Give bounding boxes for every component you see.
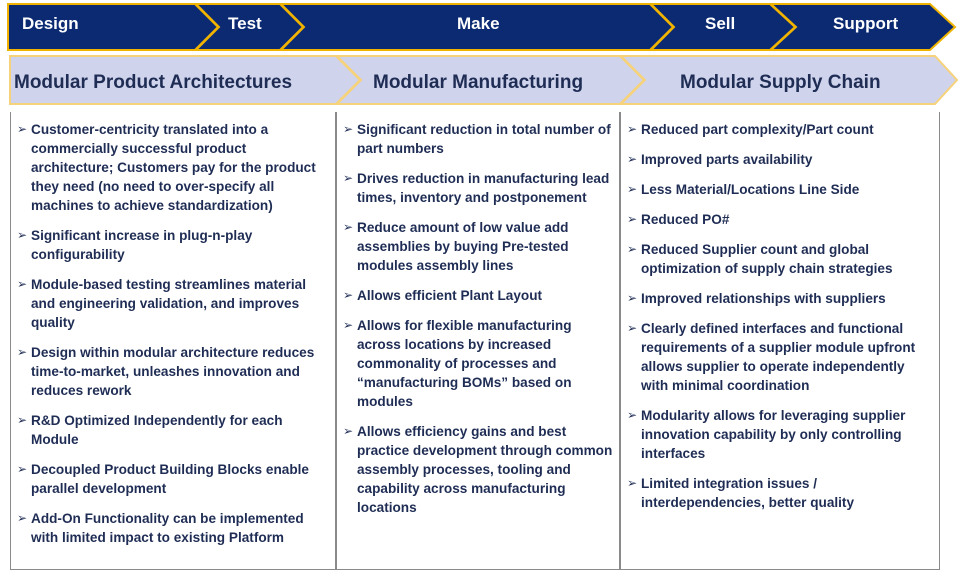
stage-label-support: Support: [833, 14, 899, 33]
stage-chevron-support: [768, 3, 957, 51]
arrow-bullet-icon: ➢: [343, 171, 354, 185]
list-item-text: Reduced PO#: [641, 212, 730, 227]
list-item: ➢Module-based testing streamlines materi…: [17, 275, 331, 332]
arrow-bullet-icon: ➢: [343, 122, 354, 136]
list-item-text: Limited integration issues / interdepend…: [641, 476, 855, 510]
list-item: ➢Significant reduction in total number o…: [343, 120, 615, 158]
list-item: ➢Improved parts availability: [627, 150, 935, 169]
pillar-header-bar: [9, 55, 959, 105]
arrow-bullet-icon: ➢: [17, 511, 28, 525]
list-item-text: Modularity allows for leveraging supplie…: [641, 408, 906, 461]
arrow-bullet-icon: ➢: [17, 345, 28, 359]
list-item: ➢Reduce amount of low value add assembli…: [343, 218, 615, 275]
arrow-bullet-icon: ➢: [627, 152, 638, 166]
stage-label-design: Design: [22, 14, 79, 33]
list-item-text: Improved parts availability: [641, 152, 813, 167]
pillar-title-manufacturing: Modular Manufacturing: [373, 72, 584, 93]
list-item-text: Reduce amount of low value add assemblie…: [357, 220, 569, 273]
arrow-bullet-icon: ➢: [627, 182, 638, 196]
list-item-text: Drives reduction in manufacturing lead t…: [357, 171, 610, 205]
list-item: ➢Allows for flexible manufacturing acros…: [343, 316, 615, 411]
arrow-bullet-icon: ➢: [17, 277, 28, 291]
list-item: ➢ Add-On Functionality can be implemente…: [17, 509, 331, 547]
arrow-bullet-icon: ➢: [627, 242, 638, 256]
list-item-text: Reduced part complexity/Part count: [641, 122, 874, 137]
list-item-text: Add-On Functionality can be implemented …: [31, 511, 304, 545]
bullet-list: ➢Reduced part complexity/Part count➢Impr…: [627, 120, 935, 512]
list-item: ➢Decoupled Product Building Blocks enabl…: [17, 460, 331, 498]
list-item: ➢Clearly defined interfaces and function…: [627, 319, 935, 395]
list-item: ➢Allows efficiency gains and best practi…: [343, 422, 615, 517]
arrow-bullet-icon: ➢: [343, 424, 354, 438]
list-item-text: Less Material/Locations Line Side: [641, 182, 860, 197]
bullet-list: ➢Significant reduction in total number o…: [343, 120, 615, 517]
list-item-text: Decoupled Product Building Blocks enable…: [31, 462, 309, 496]
arrow-bullet-icon: ➢: [343, 288, 354, 302]
bullet-list: ➢Customer-centricity translated into a c…: [17, 120, 331, 547]
list-item-text: Module-based testing streamlines materia…: [31, 277, 306, 330]
list-item: ➢Drives reduction in manufacturing lead …: [343, 169, 615, 207]
list-item-text: Allows efficiency gains and best practic…: [357, 424, 613, 515]
arrow-bullet-icon: ➢: [17, 462, 28, 476]
list-item: ➢Reduced part complexity/Part count: [627, 120, 935, 139]
list-item-text: Improved relationships with suppliers: [641, 291, 886, 306]
list-item: ➢R&D Optimized Independently for each Mo…: [17, 411, 331, 449]
process-stage-bar: [7, 3, 957, 51]
arrow-bullet-icon: ➢: [627, 476, 638, 490]
arrow-bullet-icon: ➢: [17, 413, 28, 427]
column-product-architectures: ➢Customer-centricity translated into a c…: [10, 112, 336, 570]
list-item: ➢Limited integration issues / interdepen…: [627, 474, 935, 512]
column-modular-supply-chain: ➢Reduced part complexity/Part count➢Impr…: [620, 112, 940, 570]
column-modular-manufacturing: ➢Significant reduction in total number o…: [336, 112, 620, 570]
arrow-bullet-icon: ➢: [627, 212, 638, 226]
stage-label-sell: Sell: [705, 14, 736, 33]
list-item: ➢Design within modular architecture redu…: [17, 343, 331, 400]
arrow-bullet-icon: ➢: [627, 321, 638, 335]
stage-label-test: Test: [228, 14, 262, 33]
arrow-bullet-icon: ➢: [627, 408, 638, 422]
stage-label-make: Make: [457, 14, 500, 33]
arrow-bullet-icon: ➢: [627, 291, 638, 305]
list-item-text: Significant increase in plug-n-play conf…: [31, 228, 253, 262]
list-item-text: Significant reduction in total number of…: [357, 122, 611, 156]
pillar-title-product: Modular Product Architectures: [14, 72, 293, 93]
list-item-text: Clearly defined interfaces and functiona…: [641, 321, 916, 393]
list-item: ➢Reduced Supplier count and global optim…: [627, 240, 935, 278]
arrow-bullet-icon: ➢: [17, 122, 28, 136]
pillar-title-supply: Modular Supply Chain: [680, 72, 881, 93]
list-item: ➢Reduced PO#: [627, 210, 935, 229]
list-item: ➢Improved relationships with suppliers: [627, 289, 935, 308]
arrow-bullet-icon: ➢: [627, 122, 638, 136]
list-item: ➢Less Material/Locations Line Side: [627, 180, 935, 199]
arrow-bullet-icon: ➢: [343, 220, 354, 234]
arrow-bullet-icon: ➢: [17, 228, 28, 242]
list-item-text: Reduced Supplier count and global optimi…: [641, 242, 893, 276]
list-item: ➢Significant increase in plug-n-play con…: [17, 226, 331, 264]
arrow-bullet-icon: ➢: [343, 318, 354, 332]
list-item: ➢Allows efficient Plant Layout: [343, 286, 615, 305]
list-item-text: Design within modular architecture reduc…: [31, 345, 315, 398]
list-item: ➢Customer-centricity translated into a c…: [17, 120, 331, 215]
list-item-text: Allows efficient Plant Layout: [357, 288, 543, 303]
list-item-text: R&D Optimized Independently for each Mod…: [31, 413, 283, 447]
list-item-text: Allows for flexible manufacturing across…: [357, 318, 572, 409]
list-item: ➢Modularity allows for leveraging suppli…: [627, 406, 935, 463]
pillar-chevron-supply: [618, 55, 959, 105]
list-item-text: Customer-centricity translated into a co…: [31, 122, 316, 213]
